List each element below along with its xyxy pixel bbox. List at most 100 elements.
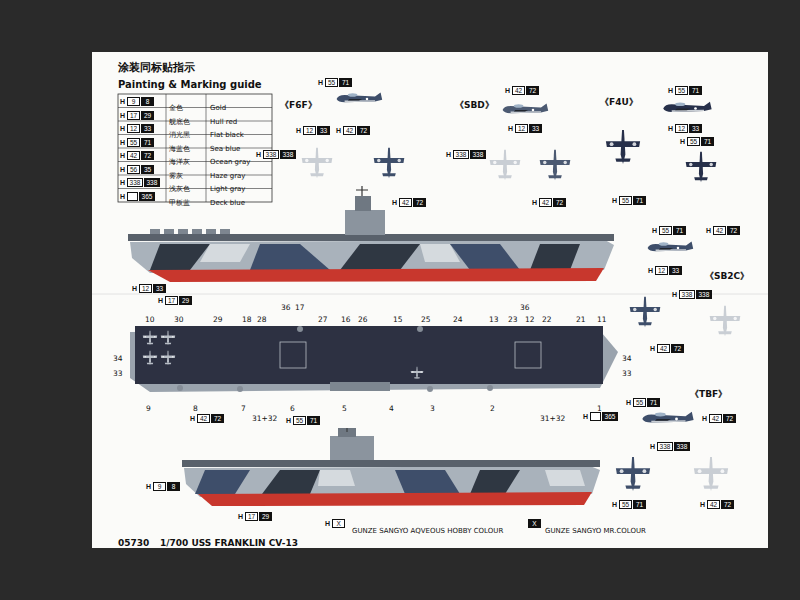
brand-letter: H [672, 291, 677, 298]
color-callout: H4272 [392, 198, 426, 207]
label-text: 《TBF》 [690, 389, 727, 399]
mr-color-code: 338 [470, 150, 486, 159]
table-cell: 海蓝色 [169, 145, 190, 153]
table-cell: Gold [210, 104, 226, 112]
mr-color-code: 72 [553, 198, 566, 207]
color-callout: H5571 [668, 86, 702, 95]
label: 30 [174, 309, 184, 325]
brand-letter: H [256, 151, 261, 158]
brand-letter: H [146, 483, 151, 490]
label-text: GUNZE SANGYO MR.COLOUR [545, 527, 646, 535]
brand-letter: H [392, 199, 397, 206]
label-text: 31+32 [252, 414, 277, 423]
label: 34 [113, 348, 123, 364]
label: 29 [213, 309, 223, 325]
hobby-code: 42 [709, 414, 722, 423]
mr-color-code: 72 [211, 414, 224, 423]
label: 36 [520, 297, 530, 313]
mr-color-code: 365 [602, 412, 618, 421]
hobby-code: 338 [679, 290, 695, 299]
label: 7 [241, 398, 246, 414]
brand-letter: H [650, 443, 655, 450]
label: 5 [342, 398, 347, 414]
hobby-code: 55 [127, 138, 140, 147]
mr-color-code: 338 [144, 178, 160, 187]
label: 6 [290, 398, 295, 414]
table-cell: Haze gray [210, 172, 246, 180]
label-text: 36 [281, 303, 291, 312]
color-callout: H365 [120, 192, 155, 201]
table-cell: 消光黑 [169, 131, 190, 139]
label-text: 21 [576, 315, 586, 324]
mr-color-code: 71 [689, 86, 702, 95]
label-text: 30 [174, 315, 184, 324]
hobby-code: 12 [515, 124, 528, 133]
brand-letter: H [158, 297, 163, 304]
color-callout: H1729 [238, 512, 272, 521]
brand-letter: H [120, 193, 125, 200]
mr-color-code: 338 [674, 442, 690, 451]
label-text: 16 [341, 315, 351, 324]
label: 28 [257, 309, 267, 325]
mr-color-code: 338 [280, 150, 296, 159]
mr-color-code: 71 [633, 500, 646, 509]
table-cell: Hull red [210, 118, 237, 126]
label: 31+32 [252, 408, 277, 424]
color-name-zh: 浅灰色 [169, 178, 190, 194]
mr-color-code: 71 [647, 398, 660, 407]
color-name-zh: 雾灰 [169, 165, 183, 181]
table-cell: 甲板蓝 [169, 199, 190, 207]
table-cell: 雾灰 [169, 172, 183, 180]
hobby-code: 17 [245, 512, 258, 521]
mr-color-code: 29 [179, 296, 192, 305]
hobby-code: 42 [127, 151, 140, 160]
label: 《F4U》 [600, 92, 638, 108]
color-callout: H1233 [508, 124, 542, 133]
hobby-code: 55 [619, 196, 632, 205]
label: 2 [490, 398, 495, 414]
label: Painting & Marking guide [118, 75, 262, 91]
mr-color-code: 72 [526, 86, 539, 95]
label-text: 31+32 [540, 414, 565, 423]
color-callout: H4272 [650, 344, 684, 353]
color-callout: H1233 [648, 266, 682, 275]
color-callout: H5571 [318, 78, 352, 87]
brand-letter: H [650, 345, 655, 352]
hobby-code: 12 [303, 126, 316, 135]
hobby-code: 55 [675, 86, 688, 95]
mr-color-code: 33 [153, 284, 166, 293]
color-callout: H4272 [702, 414, 736, 423]
label-text: 34 [622, 354, 632, 363]
color-callout: H1233 [132, 284, 166, 293]
label-text: 12 [525, 315, 535, 324]
label-text: 《SB2C》 [705, 271, 749, 281]
label-text: 18 [242, 315, 252, 324]
brand-letter: H [336, 127, 341, 134]
label-text: 33 [113, 369, 123, 378]
mr-color-code: 338 [696, 290, 712, 299]
brand-letter: H [508, 125, 513, 132]
label: 34 [622, 348, 632, 364]
label-text: 36 [520, 303, 530, 312]
label-text: 29 [213, 315, 223, 324]
label-text: 3 [430, 404, 435, 413]
label-text: 22 [542, 315, 552, 324]
label: GUNZE SANGYO AQVEOUS HOBBY COLOUR [352, 520, 503, 536]
mr-color-code: 8 [167, 482, 180, 491]
label: 27 [318, 309, 328, 325]
hobby-code: 42 [707, 500, 720, 509]
color-name-en: Flat black [210, 124, 244, 140]
color-callout: H5635 [120, 165, 154, 174]
color-callout: H4272 [532, 198, 566, 207]
mr-color-code: 33 [529, 124, 542, 133]
label: 3 [430, 398, 435, 414]
label-text: 13 [489, 315, 499, 324]
color-callout: H365 [583, 412, 618, 421]
color-name-zh: 消光黑 [169, 124, 190, 140]
brand-letter: H [325, 520, 330, 527]
brand-letter: H [648, 267, 653, 274]
label-text: 05730 [118, 538, 149, 548]
color-name-en: Deck blue [210, 192, 245, 208]
hobby-code: 42 [539, 198, 552, 207]
mr-color-code: 71 [307, 416, 320, 425]
